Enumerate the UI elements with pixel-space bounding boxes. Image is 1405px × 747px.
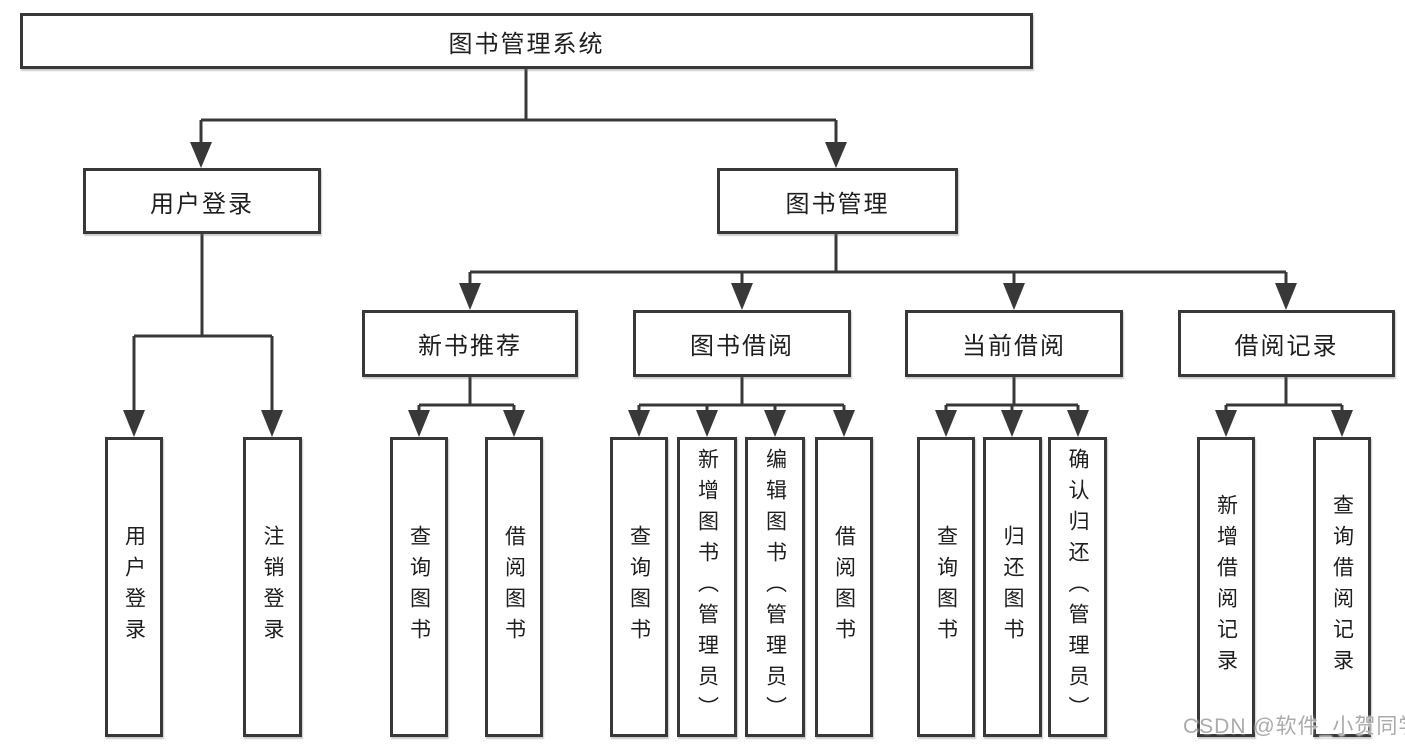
node-user-login-label: 用户登录 xyxy=(150,190,254,218)
leaf-confirm-return-admin: 确认归还（管理员） xyxy=(1048,437,1107,737)
arrowhead-icon xyxy=(628,410,650,437)
node-root: 图书管理系统 xyxy=(20,13,1033,69)
leaf-search-borrow-record: 查询借阅记录 xyxy=(1313,437,1371,737)
arrowhead-icon xyxy=(190,142,212,168)
leaf-user-login-label: 用户登录 xyxy=(122,525,146,649)
arrowhead-icon xyxy=(503,410,525,437)
node-new-book-recommendation-label: 新书推荐 xyxy=(418,333,522,360)
arrowhead-icon xyxy=(731,283,753,310)
arrowhead-icon xyxy=(696,410,718,437)
node-new-book-recommendation: 新书推荐 xyxy=(362,310,578,377)
node-book-management-label: 图书管理 xyxy=(785,190,890,218)
leaf-borrow-books-borrowing-label: 借阅图书 xyxy=(832,525,856,649)
leaf-add-book-admin-label: 新增图书（管理员） xyxy=(695,447,719,727)
leaf-return-books-label: 归还图书 xyxy=(1001,525,1024,649)
leaf-search-borrow-record-label: 查询借阅记录 xyxy=(1330,494,1354,680)
node-borrowing-records: 借阅记录 xyxy=(1178,310,1395,377)
leaf-add-borrow-record-label: 新增借阅记录 xyxy=(1214,494,1238,680)
leaf-search-books-recommend-label: 查询图书 xyxy=(407,525,431,649)
leaf-add-book-admin: 新增图书（管理员） xyxy=(677,437,737,737)
watermark: CSDN @软件_小贺同学 xyxy=(1183,715,1405,738)
arrowhead-icon xyxy=(825,142,847,168)
leaf-search-books-current-label: 查询图书 xyxy=(934,525,958,649)
arrowhead-icon xyxy=(408,410,430,437)
arrowhead-icon xyxy=(1067,410,1089,437)
leaf-search-books-borrowing-label: 查询图书 xyxy=(627,525,651,649)
arrowhead-icon xyxy=(833,410,855,437)
leaf-search-books-recommend: 查询图书 xyxy=(390,437,448,737)
node-current-borrowing-label: 当前借阅 xyxy=(962,333,1066,360)
arrowhead-icon xyxy=(459,283,481,310)
arrowhead-icon xyxy=(1215,410,1237,437)
arrowhead-icon xyxy=(1001,410,1023,437)
arrowhead-icon xyxy=(261,410,283,437)
node-current-borrowing: 当前借阅 xyxy=(905,310,1123,377)
leaf-borrow-books-recommend: 借阅图书 xyxy=(485,437,543,737)
arrowhead-icon xyxy=(1275,283,1297,310)
leaf-logout-label: 注销登录 xyxy=(261,525,284,649)
arrowhead-icon xyxy=(935,410,957,437)
arrowhead-icon xyxy=(1003,283,1025,310)
leaf-confirm-return-admin-label: 确认归还（管理员） xyxy=(1066,447,1089,727)
node-user-login: 用户登录 xyxy=(83,168,321,234)
leaf-borrow-books-recommend-label: 借阅图书 xyxy=(502,525,526,649)
leaf-borrow-books-borrowing: 借阅图书 xyxy=(815,437,873,737)
leaf-edit-book-admin-label: 编辑图书（管理员） xyxy=(763,447,787,727)
node-book-borrowing: 图书借阅 xyxy=(633,310,851,377)
leaf-search-books-current: 查询图书 xyxy=(917,437,975,737)
leaf-user-login: 用户登录 xyxy=(105,437,163,737)
arrowhead-icon xyxy=(123,410,145,437)
leaf-search-books-borrowing: 查询图书 xyxy=(610,437,668,737)
arrowhead-icon xyxy=(764,410,786,437)
node-borrowing-records-label: 借阅记录 xyxy=(1234,333,1339,360)
node-root-label: 图书管理系统 xyxy=(448,30,605,58)
leaf-edit-book-admin: 编辑图书（管理员） xyxy=(745,437,805,737)
leaf-logout: 注销登录 xyxy=(243,437,302,737)
leaf-return-books: 归还图书 xyxy=(983,437,1042,737)
node-book-management: 图书管理 xyxy=(717,168,958,234)
leaf-add-borrow-record: 新增借阅记录 xyxy=(1197,437,1255,737)
node-book-borrowing-label: 图书借阅 xyxy=(690,333,794,360)
arrowhead-icon xyxy=(1331,410,1353,437)
